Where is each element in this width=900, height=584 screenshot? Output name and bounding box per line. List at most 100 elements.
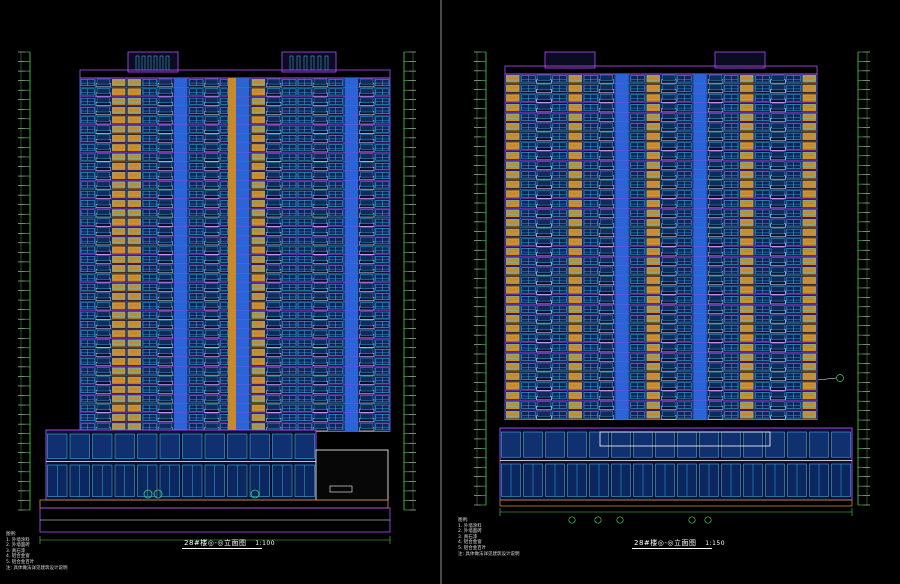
right-tower-wall-strip bbox=[693, 362, 707, 372]
left-tower-window bbox=[252, 358, 265, 364]
right-tower-window bbox=[599, 189, 613, 196]
right-tower-window bbox=[506, 277, 519, 283]
right-tower-orange-panel bbox=[506, 113, 520, 121]
right-tower-orange-panel bbox=[568, 199, 582, 208]
left-tower-wall-strip bbox=[174, 301, 188, 311]
left-tower-window bbox=[267, 97, 281, 103]
right-tower-window bbox=[506, 306, 519, 311]
left-tower-wall-strip bbox=[344, 301, 358, 311]
right-tower-orange-panel bbox=[568, 257, 582, 265]
right-tower-orange-panel bbox=[568, 103, 582, 112]
left-tower-orange-panel bbox=[112, 358, 126, 366]
left-tower-window bbox=[252, 330, 265, 336]
right-tower-window bbox=[647, 94, 660, 100]
left-tower-window bbox=[158, 404, 172, 410]
right-tower-window bbox=[569, 171, 582, 177]
right-tower-wall-strip bbox=[615, 381, 629, 391]
left-shop-window bbox=[272, 433, 293, 459]
right-tower-orange-panel bbox=[646, 382, 660, 390]
left-tower-window bbox=[252, 386, 265, 392]
right-tower-window bbox=[647, 363, 660, 369]
right-tower-orange-panel bbox=[802, 161, 816, 169]
right-shop-window bbox=[501, 431, 521, 458]
left-central-shaft bbox=[228, 78, 236, 431]
right-tower-wall-strip bbox=[693, 102, 707, 113]
left-tower-window bbox=[158, 320, 172, 327]
elevation-title-2-text: 28#楼◎-◎立面图 bbox=[634, 539, 697, 547]
right-tower-window bbox=[803, 373, 816, 379]
right-tower-window bbox=[506, 152, 519, 158]
right-tower-window bbox=[740, 315, 753, 321]
left-tower-wall-strip bbox=[174, 264, 188, 274]
left-tower-window bbox=[128, 172, 141, 178]
left-tower-orange-panel bbox=[251, 348, 265, 356]
left-tower-window bbox=[360, 376, 374, 382]
left-shop-window bbox=[159, 433, 180, 459]
right-tower-orange-panel bbox=[740, 190, 754, 198]
left-tower-window bbox=[313, 376, 327, 382]
right-tower-window bbox=[506, 325, 519, 331]
left-tower-window bbox=[128, 219, 141, 224]
left-tower-window bbox=[128, 89, 141, 94]
right-tower-orange-panel bbox=[740, 209, 754, 217]
right-tower-window bbox=[537, 276, 551, 283]
left-tower-window bbox=[360, 227, 374, 234]
right-tower-orange-panel bbox=[506, 391, 520, 400]
left-tower-orange-panel bbox=[112, 125, 126, 133]
right-tower-window bbox=[771, 286, 785, 292]
left-shop-window bbox=[69, 433, 90, 459]
left-tower-window bbox=[128, 265, 141, 271]
right-tower-window bbox=[569, 152, 582, 158]
right-tower-wall-strip bbox=[615, 112, 629, 122]
right-tower-window bbox=[537, 305, 551, 311]
right-tower-window bbox=[662, 180, 676, 187]
left-tower-orange-panel bbox=[251, 423, 265, 431]
right-tower-window bbox=[506, 335, 519, 340]
right-tower-orange-panel bbox=[506, 123, 520, 131]
right-tower-wall-strip bbox=[693, 275, 707, 286]
right-tower-window bbox=[506, 171, 519, 177]
right-crown-1 bbox=[544, 51, 596, 69]
right-crown-2 bbox=[714, 51, 766, 69]
left-tower-orange-panel bbox=[251, 79, 265, 87]
right-tower-window bbox=[599, 228, 613, 235]
right-tower-window bbox=[569, 133, 582, 139]
left-tower-orange-panel bbox=[251, 376, 265, 384]
right-tower-wall-strip bbox=[615, 150, 629, 161]
right-tower-orange-panel bbox=[802, 382, 816, 390]
right-tower-window bbox=[662, 247, 676, 254]
right-tower-orange-panel bbox=[568, 334, 582, 342]
right-tower-window bbox=[599, 372, 613, 379]
left-tower-wall-strip bbox=[236, 115, 250, 125]
right-tower-wall-strip bbox=[693, 83, 707, 94]
left-tower-orange-panel bbox=[112, 172, 126, 180]
left-tower-wall-strip bbox=[174, 375, 188, 385]
left-tower-window bbox=[313, 106, 327, 113]
right-tower-window bbox=[569, 162, 582, 167]
right-tower-orange-panel bbox=[506, 199, 520, 208]
left-tower-window bbox=[313, 115, 327, 122]
right-tower-wall-strip bbox=[693, 256, 707, 266]
left-tower-window bbox=[128, 98, 141, 103]
right-tower-orange-panel bbox=[740, 103, 754, 112]
left-tower-orange-panel bbox=[112, 311, 126, 319]
left-tower-window bbox=[313, 88, 327, 94]
right-ground-band bbox=[499, 499, 853, 507]
left-tower-window bbox=[313, 348, 327, 355]
left-tower-window bbox=[360, 422, 374, 429]
right-tower-window bbox=[709, 257, 723, 263]
left-tower-wall-strip bbox=[236, 198, 250, 209]
right-tower-orange-panel bbox=[568, 411, 582, 419]
right-tower-orange-panel bbox=[506, 228, 520, 237]
right-tower-window bbox=[647, 238, 660, 244]
left-tower-window bbox=[205, 97, 219, 103]
left-tower-window bbox=[313, 134, 327, 141]
left-tower-orange-panel bbox=[251, 227, 265, 236]
legend-line: 3. 真石漆 bbox=[458, 534, 478, 540]
left-tower-window bbox=[205, 246, 219, 252]
left-tower-orange-panel bbox=[251, 358, 265, 366]
right-tower-window bbox=[662, 362, 676, 369]
right-tower-window bbox=[771, 391, 785, 398]
left-tower-window bbox=[112, 265, 125, 271]
left-tower-window bbox=[267, 329, 281, 336]
